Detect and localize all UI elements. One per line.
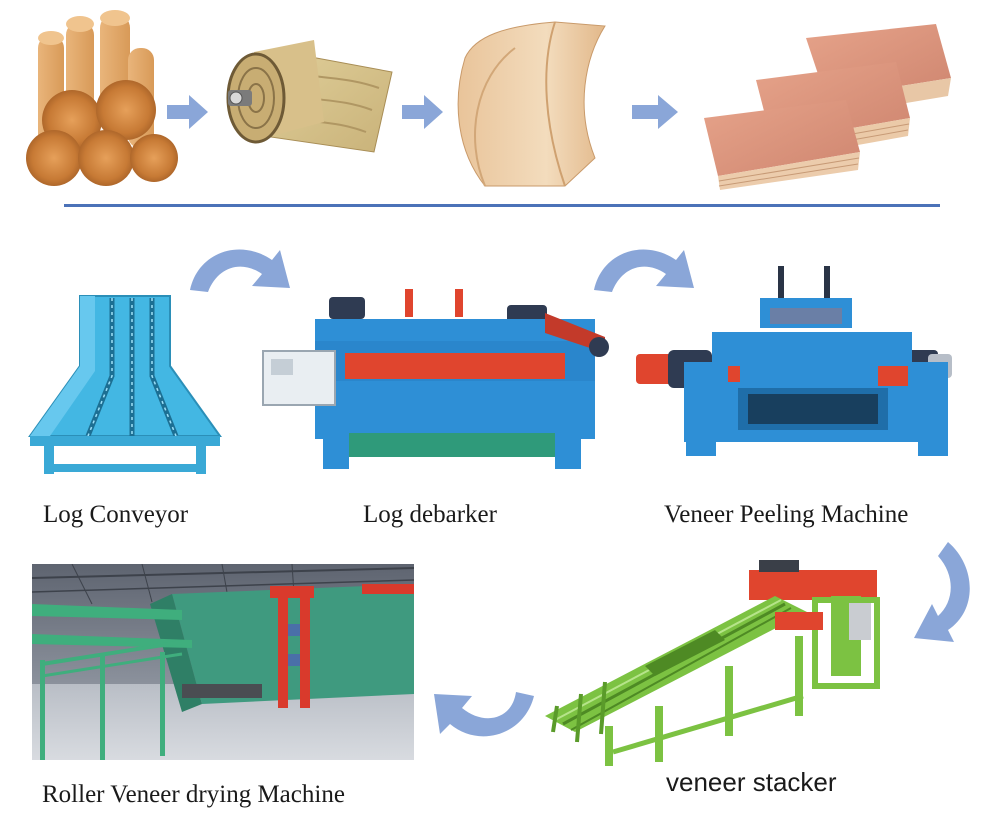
veneer-stacker-icon [545,560,880,766]
right-arrow-icon [402,95,443,129]
curved-arrow-icon [594,249,694,292]
log-stack-icon [26,10,178,186]
veneer-sheet-icon [457,21,606,187]
log-debarker-icon [262,289,609,469]
peeled-log-icon [226,40,393,153]
log-debarker-label: Log debarker [363,501,497,528]
roller-veneer-dryer-icon [32,564,414,760]
right-arrow-icon [632,95,678,129]
section-divider [64,204,940,207]
veneer-stacker-label: veneer stacker [666,767,837,797]
right-arrow-icon [167,95,208,129]
log-conveyor-label: Log Conveyor [43,501,189,528]
veneer-peeling-machine-label: Veneer Peeling Machine [664,501,909,528]
roller-veneer-drying-machine-label: Roller Veneer drying Machine [42,781,345,808]
curved-arrow-icon [914,542,970,642]
curved-arrow-icon [434,692,534,737]
veneer-peeling-machine-icon [636,266,952,456]
plywood-boards-icon [704,24,951,190]
log-conveyor-icon [28,295,222,474]
curved-arrow-icon [190,249,290,292]
